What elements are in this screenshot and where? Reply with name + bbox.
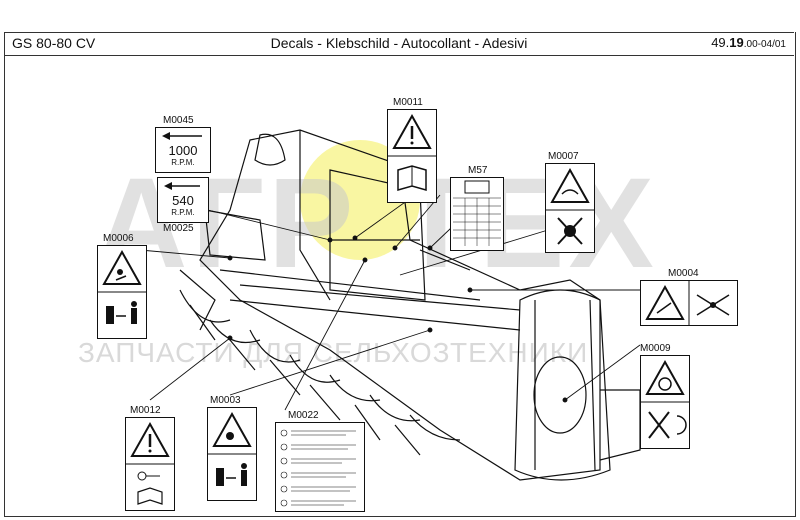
decal-m0045: 1000 R.P.M.: [155, 127, 211, 173]
decal-m0025: 540 R.P.M.: [157, 177, 209, 223]
projectile-hazard-icon: [696, 294, 730, 316]
rotor-blades: [179, 289, 461, 441]
warning-triangle-icon: [212, 411, 252, 447]
decal-code-m0009: M0009: [640, 343, 671, 354]
manual-book-icon: [137, 487, 163, 505]
warning-triangle-icon: [645, 359, 685, 395]
gear-table-icon: [453, 180, 501, 246]
decal-code-m0004: M0004: [668, 268, 699, 279]
leader-lines: [139, 194, 641, 411]
decal-m0006: [97, 245, 147, 339]
decal-m0009: [640, 355, 690, 449]
no-hands-icon: [557, 217, 583, 245]
warning-triangle-icon: [550, 167, 590, 203]
decal-m0011: [387, 109, 437, 203]
drawing-frame: [4, 32, 796, 517]
side-gear-case: [514, 289, 611, 481]
rpm-unit: R.P.M.: [171, 158, 195, 167]
decal-m0012: [125, 417, 175, 511]
person-icon: [216, 463, 247, 486]
rpm-value: 1000: [168, 143, 198, 158]
arrow-left-icon: [164, 182, 200, 190]
key-icon: [137, 471, 160, 481]
decal-code-m0011: M0011: [393, 97, 423, 108]
warning-triangle-icon: [645, 284, 685, 320]
warning-triangle-icon: [388, 113, 436, 191]
decal-m0003: [207, 407, 257, 501]
header-bar: GS 80-80 CV Decals - Klebschild - Autoco…: [4, 32, 794, 56]
rpm-value: 540: [172, 193, 194, 208]
decal-m0004: [640, 280, 738, 326]
decal-code-m0025: M0025: [163, 223, 194, 234]
decal-m0007: [545, 163, 595, 253]
no-hands-icon: [648, 411, 687, 439]
decal-code-m0003: M0003: [210, 395, 241, 406]
decal-code-m0022: M0022: [288, 410, 319, 421]
model-label: GS 80-80 CV: [12, 35, 96, 51]
decal-code-m0012: M0012: [130, 405, 161, 416]
decal-code-m0006: M0006: [103, 233, 134, 244]
manual-book-icon: [397, 165, 427, 191]
decal-m0022-instructions: [275, 422, 365, 512]
warning-triangle-icon: [130, 421, 170, 457]
arrow-left-icon: [162, 132, 202, 140]
warning-triangle-icon: [102, 249, 142, 285]
decal-code-m57: M57: [468, 165, 488, 176]
page-number: 49.19.00-04/01: [711, 35, 786, 50]
person-icon: [106, 301, 137, 324]
page-title: Decals - Klebschild - Autocollant - Ades…: [270, 35, 528, 51]
decal-code-m0045: M0045: [163, 115, 194, 126]
hitch-top: [254, 133, 286, 166]
instruction-text-block-icon: [280, 429, 356, 507]
decal-m57-speed-chart: [450, 177, 504, 251]
rpm-unit: R.P.M.: [171, 208, 195, 217]
decal-code-m0007: M0007: [548, 151, 579, 162]
